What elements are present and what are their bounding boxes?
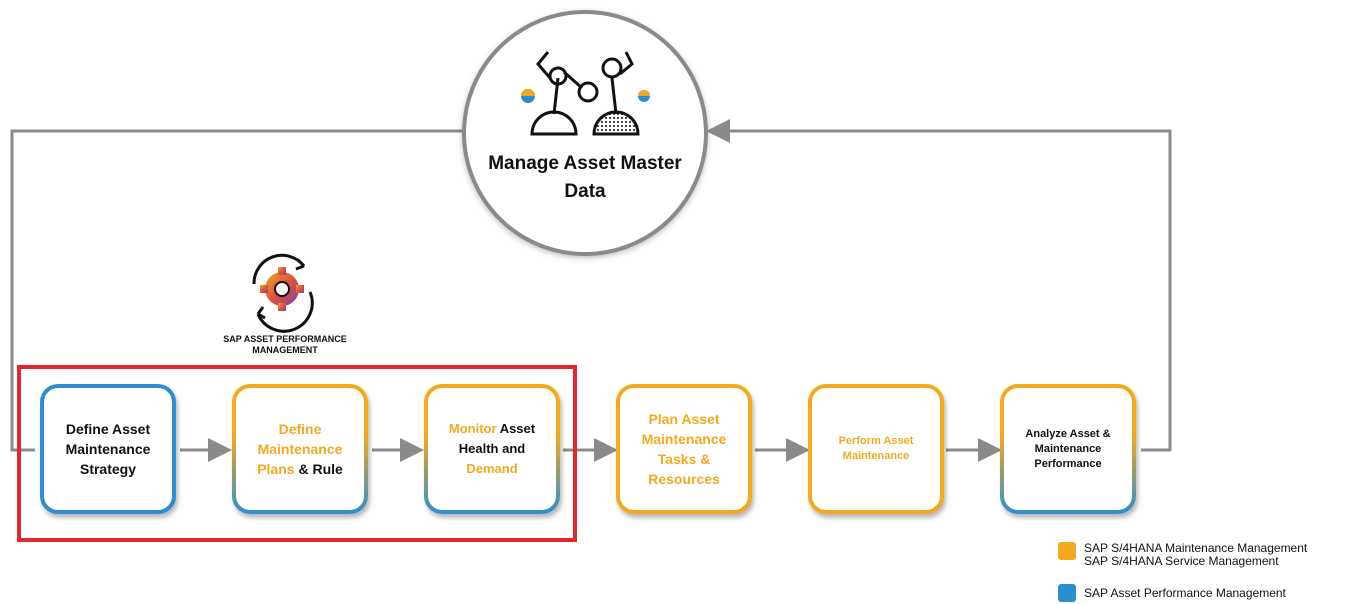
step-analyze-asset-maintenance-performance: Analyze Asset & Maintenance Performance (1000, 384, 1136, 514)
legend-line: SAP S/4HANA Maintenance Management (1084, 541, 1308, 555)
legend-line: SAP S/4HANA Service Management (1084, 554, 1279, 568)
apm-logo-label: SAP ASSET PERFORMANCE MANAGEMENT (223, 334, 347, 355)
step-label-part-dark: & Rule (298, 461, 343, 477)
center-title: Manage Asset Master Data (488, 153, 682, 202)
step-label-part-orange: Define Maintenance Plans (257, 421, 343, 477)
robot-arm-icon (521, 51, 650, 136)
legend-item-s4hana: SAP S/4HANA Maintenance Management SAP S… (1058, 542, 1348, 570)
feedback-loop-right (706, 119, 1172, 452)
apm-gear-logo-icon (252, 253, 314, 333)
step-label-part-orange-2: Demand (466, 461, 518, 476)
legend-line: SAP Asset Performance Management (1084, 586, 1286, 600)
step-label: Analyze Asset & Maintenance Performance (1025, 427, 1111, 470)
step-label-part-dark: Asset Health and (458, 421, 536, 456)
highlight-frame (17, 365, 577, 542)
step-label: Perform Asset Maintenance (838, 435, 914, 462)
step-monitor-asset-health-demand: Monitor Asset Health and Demand (424, 384, 560, 514)
manage-asset-master-data-circle: Manage Asset Master Data (462, 10, 708, 256)
step-perform-asset-maintenance: Perform Asset Maintenance (808, 384, 944, 514)
legend-swatch-orange (1058, 542, 1076, 560)
step-label: Define Asset Maintenance Strategy (65, 421, 151, 477)
legend-item-apm: SAP Asset Performance Management (1058, 584, 1348, 602)
step-plan-asset-maintenance-tasks-resources: Plan Asset Maintenance Tasks & Resources (616, 384, 752, 514)
feedback-loop-left (10, 129, 466, 452)
step-label: Plan Asset Maintenance Tasks & Resources (641, 411, 727, 487)
legend-swatch-blue (1058, 584, 1076, 602)
step-label-part-orange: Monitor (448, 421, 497, 436)
step-define-maintenance-plans-rule: Define Maintenance Plans & Rule (232, 384, 368, 514)
step-define-asset-maintenance-strategy: Define Asset Maintenance Strategy (40, 384, 176, 514)
